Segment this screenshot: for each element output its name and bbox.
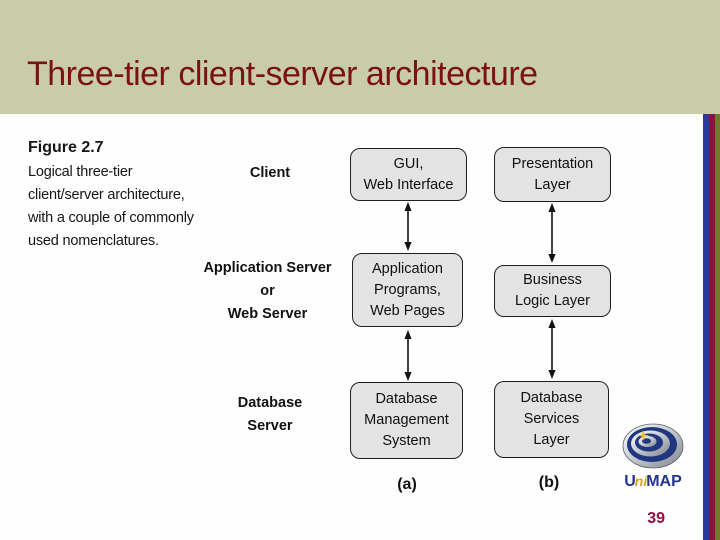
- box-database-services-layer: Database Services Layer: [494, 381, 609, 458]
- logo-text-ni: ni: [634, 473, 648, 489]
- page-number: 39: [647, 510, 665, 527]
- logo-disc-icon: [622, 423, 684, 469]
- figure-caption: Figure 2.7 Logical three-tier client/ser…: [28, 139, 228, 253]
- logo-text-u: U: [624, 473, 636, 490]
- tier-label-client: Client: [249, 165, 291, 181]
- double-arrow-icon: [402, 330, 414, 381]
- double-arrow-icon: [402, 202, 414, 251]
- tier-label-database-server: Database Server: [237, 395, 303, 434]
- box-database-management-system: Database Management System: [350, 382, 463, 459]
- edge-stripe-olive: [715, 114, 720, 540]
- box-business-logic-layer: Business Logic Layer: [494, 265, 611, 317]
- column-b-label: (b): [538, 474, 560, 491]
- unimap-logo: U ni MAP: [620, 423, 686, 491]
- figure-caption-title: Figure 2.7: [28, 139, 104, 156]
- logo-text: U ni MAP: [620, 473, 686, 491]
- header-band: Three-tier client-server architecture: [0, 0, 720, 114]
- logo-text-map: MAP: [646, 473, 682, 490]
- tier-label-application-server: Application Server or Web Server: [203, 260, 332, 322]
- double-arrow-icon: [546, 203, 558, 263]
- edge-stripe-blue: [703, 114, 709, 540]
- box-gui-web-interface: GUI, Web Interface: [350, 148, 467, 201]
- slide-title: Three-tier client-server architecture: [27, 55, 538, 93]
- double-arrow-icon: [546, 319, 558, 379]
- box-application-programs: Application Programs, Web Pages: [352, 253, 463, 327]
- box-presentation-layer: Presentation Layer: [494, 147, 611, 202]
- edge-stripe-maroon: [709, 114, 715, 540]
- column-a-label: (a): [397, 476, 417, 493]
- figure-caption-body: Logical three-tier client/server archite…: [28, 164, 194, 249]
